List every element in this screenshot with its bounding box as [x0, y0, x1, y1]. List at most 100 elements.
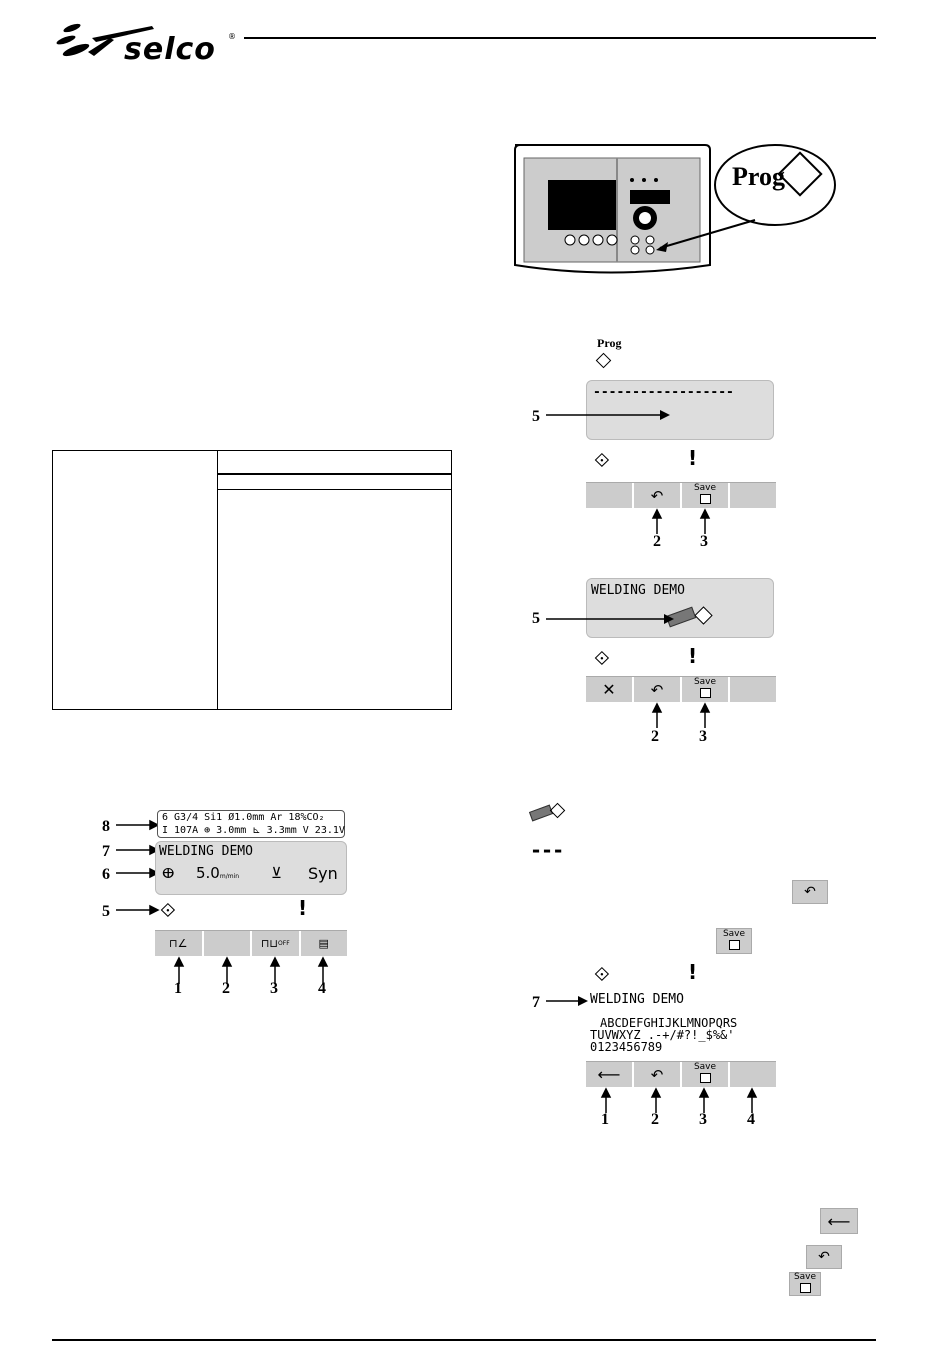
program-name: WELDING DEMO	[159, 844, 253, 859]
disk-icon	[728, 939, 740, 950]
callout-arrows	[116, 819, 160, 916]
fig-c-undo-button[interactable]: ↶	[634, 1062, 682, 1087]
table-rule-2	[217, 489, 451, 490]
prog-key-small-diamond-icon	[595, 352, 612, 369]
fig-a-save-button[interactable]: Save	[682, 483, 730, 508]
prog-arrow-icon: ⟐	[160, 898, 176, 922]
waveform-icon: ⊓∠	[169, 937, 188, 950]
undo-icon: ↶	[650, 486, 664, 505]
fig-b-lcd: WELDING DEMO	[586, 578, 774, 638]
fig-c-number-4: 4	[747, 1111, 755, 1128]
fig-c-number-1: 1	[601, 1111, 609, 1128]
save-label: Save	[693, 483, 717, 493]
wire-speed-icon: ⴲ	[162, 866, 175, 882]
fig-a-empty-button-4[interactable]	[730, 483, 776, 508]
pulse-icon: ⊓⊔	[260, 937, 279, 950]
button-number-2: 2	[222, 980, 230, 997]
fig-b-delete-button[interactable]: ✕	[586, 677, 634, 702]
fig-b-empty-button-4[interactable]	[730, 677, 776, 702]
callout-7: 7	[102, 843, 110, 860]
legend-dashes: ---	[530, 838, 564, 862]
pulse-off-button[interactable]: ⊓⊔OFF	[252, 931, 301, 956]
save-label: Save	[793, 1271, 817, 1282]
fig-b-save-button[interactable]: Save	[682, 677, 730, 702]
fig-c-charset-line-3[interactable]: 0123456789	[590, 1040, 663, 1054]
fig-b-program-name: WELDING DEMO	[591, 583, 685, 598]
save-label: Save	[693, 677, 717, 687]
bead-value: 3.3mm	[266, 825, 297, 836]
fig-a-undo-button[interactable]: ↶	[634, 483, 682, 508]
button-number-4: 4	[318, 980, 326, 997]
brand-registered: ®	[228, 32, 236, 41]
fig-b-undo-button[interactable]: ↶	[634, 677, 682, 702]
wire-icon: ⊕	[204, 825, 211, 836]
fig-c-number-2: 2	[651, 1111, 659, 1128]
callout-8: 8	[102, 818, 110, 835]
menu-button[interactable]: ▤	[301, 931, 348, 956]
fig-a-button-bar: ↶ Save	[586, 482, 776, 508]
main-screen-figure: 8 7 6 5 6 G3/4 Si1 Ø1.0mm Ar 18%CO₂ I 10…	[100, 808, 360, 998]
wire-speed-value: 5.0m/min	[196, 864, 239, 882]
legend-chip-icon	[528, 804, 554, 822]
fig-c-callout-7: 7	[532, 994, 540, 1011]
save-label: Save	[693, 1062, 717, 1072]
fig-a-button-arrows	[651, 508, 711, 534]
figure-a: ------------------ 5 ⟐ ! ↶ Save 2 3	[530, 378, 780, 553]
wire-speed-number: 5.0	[196, 864, 220, 882]
callout-5: 5	[102, 903, 110, 920]
disk-icon	[699, 1073, 711, 1083]
fig-a-dashes: ------------------	[593, 385, 734, 400]
fig-b-button-arrows	[651, 702, 711, 728]
disk-icon	[699, 688, 711, 698]
legend-undo-button[interactable]: ↶	[792, 880, 828, 904]
prog-key-large-label: Prog	[732, 162, 785, 191]
button-number-3: 3	[270, 980, 278, 997]
disk-icon	[699, 494, 711, 504]
fig-c-charset-line-1[interactable]: ABCDEFGHIJKLMNOPQRS	[600, 1016, 738, 1030]
button-number-1: 1	[174, 980, 182, 997]
process-info-box: 6 G3/4 Si1 Ø1.0mm Ar 18%CO₂ I 107A ⊕ 3.0…	[157, 810, 345, 838]
legend-save-button[interactable]: Save	[716, 928, 752, 954]
fig-b-number-2: 2	[651, 728, 659, 745]
voltage-value: V 23.1V	[302, 825, 345, 836]
wire-speed-unit: m/min	[219, 873, 240, 880]
fig-a-callout-5: 5	[532, 408, 540, 425]
left-arrow-icon: ⟵	[597, 1065, 621, 1084]
legend-undo-button-2[interactable]: ↶	[806, 1245, 842, 1269]
memory-chip-legend-icon	[528, 802, 566, 822]
legend-save-button-2[interactable]: Save	[789, 1272, 821, 1296]
fig-c-backspace-button[interactable]: ⟵	[586, 1062, 634, 1087]
button-arrows	[173, 956, 329, 984]
fig-a-empty-button[interactable]	[586, 483, 634, 508]
main-button-bar: ⊓∠ ⊓⊔OFF ▤	[155, 930, 347, 956]
fig-c-charset-line-2[interactable]: TUVWXYZ .-+/#?!_$%&'	[590, 1028, 735, 1042]
info-table	[52, 450, 452, 710]
fig-b-button-bar: ✕ ↶ Save	[586, 676, 776, 702]
syn-label: Syn	[308, 864, 338, 883]
empty-button-2[interactable]	[204, 931, 252, 956]
control-panel-drawing	[514, 144, 836, 274]
fig-c-program-name[interactable]: WELDING DEMO	[590, 992, 684, 1007]
current-value: I 107A	[162, 825, 199, 836]
disk-icon	[799, 1282, 811, 1293]
fig-c-save-button[interactable]: Save	[682, 1062, 730, 1087]
table-vertical-divider	[217, 451, 218, 709]
save-label: Save	[722, 928, 746, 939]
fig-a-lcd: ------------------	[586, 380, 774, 440]
fig-c-empty-button-4[interactable]	[730, 1062, 776, 1087]
prog-key-small-label: Prog	[597, 336, 622, 350]
fig-b-callout-arrow	[546, 614, 674, 624]
legend-backspace-button[interactable]: ⟵	[820, 1208, 858, 1234]
fig-b-number-3: 3	[699, 728, 707, 745]
off-label: OFF	[278, 940, 290, 947]
header-rule	[244, 37, 876, 39]
undo-icon: ↶	[650, 680, 664, 699]
torch-icon: ⊻	[271, 864, 282, 882]
fig-b-prog-icon: ⟐	[594, 646, 610, 670]
process-button[interactable]: ⊓∠	[155, 931, 204, 956]
header: selco ®	[52, 18, 882, 68]
fig-a-number-2: 2	[653, 533, 661, 550]
control-panel-figure: Prog	[510, 140, 850, 280]
brand-name: selco	[124, 32, 216, 67]
exclamation-icon: !	[298, 896, 308, 920]
